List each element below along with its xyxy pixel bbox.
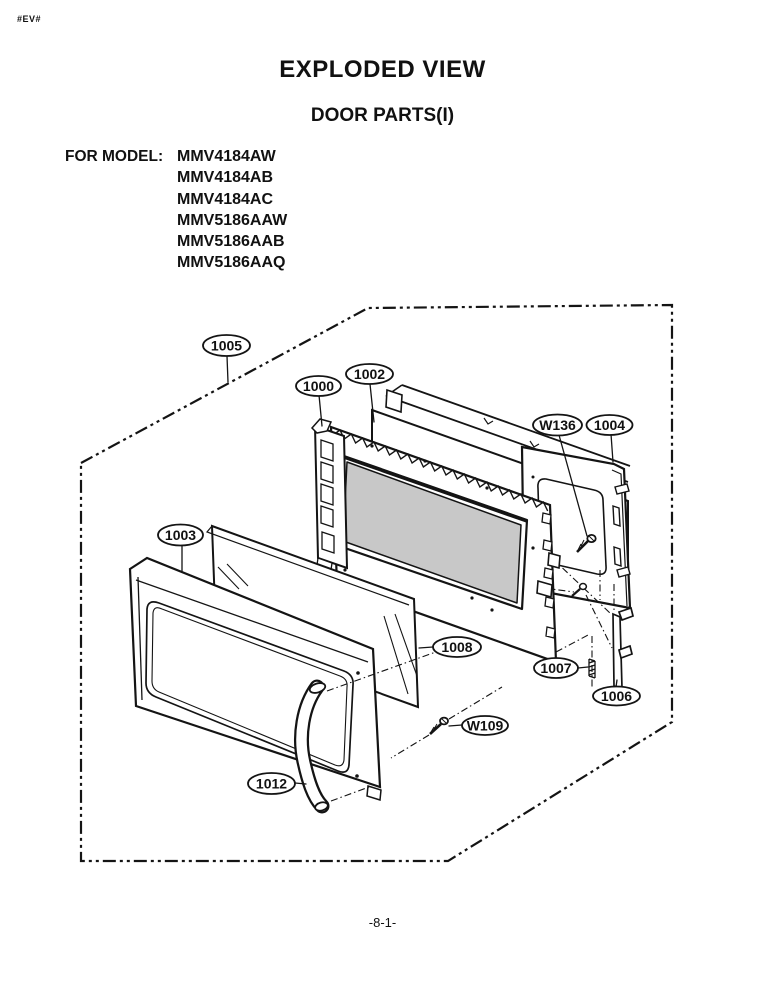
- part-door-body: [310, 418, 561, 664]
- callout-1012: 1012: [247, 772, 296, 795]
- callout-label: 1004: [594, 417, 625, 433]
- callout-label: 1006: [601, 688, 632, 704]
- page-number: -8-1-: [368, 915, 397, 930]
- part-door-assembly-boundary: [79, 303, 674, 863]
- corner-code: #EV#: [17, 14, 42, 24]
- callout-1004: 1004: [585, 414, 634, 436]
- callout-1005: 1005: [202, 334, 251, 357]
- model-item: MMV5186AAB: [177, 233, 285, 251]
- model-list: MMV4184AW MMV4184AB MMV4184AC MMV5186AAW…: [177, 146, 287, 274]
- callout-1003: 1003: [157, 523, 204, 547]
- page-subtitle: DOOR PARTS(I): [310, 105, 455, 126]
- callout-label: 1003: [165, 527, 196, 543]
- callout-label: 1007: [540, 660, 571, 676]
- callouts: 1005 1000 1002 W136 1004 1003: [157, 334, 641, 795]
- callout-label: 1008: [441, 639, 472, 655]
- model-item: MMV4184AB: [177, 169, 274, 187]
- callout-1008: 1008: [432, 636, 482, 658]
- callout-1007: 1007: [533, 657, 579, 679]
- for-model-label: FOR MODEL:: [65, 148, 164, 165]
- hardware-right: [543, 534, 635, 690]
- callout-label: 1012: [256, 776, 287, 792]
- part-door-latch-lever: [612, 606, 635, 690]
- model-item: MMV4184AC: [177, 190, 274, 208]
- callout-label: 1005: [211, 338, 242, 354]
- callout-label: W136: [539, 417, 576, 433]
- callout-label: 1000: [303, 378, 334, 394]
- screw-w109: [429, 716, 449, 735]
- part-door-handle: [294, 679, 330, 814]
- model-item: MMV4184AW: [177, 148, 276, 165]
- model-item: MMV5186AAW: [177, 211, 288, 229]
- part-door-front-frame: [128, 556, 382, 801]
- callout-label: W109: [467, 718, 504, 734]
- page-title: EXPLODED VIEW: [279, 56, 486, 83]
- callout-1002: 1002: [345, 363, 394, 385]
- part-door-choke-cover: [310, 418, 349, 578]
- part-spring: [588, 658, 596, 679]
- callout-1000: 1000: [295, 375, 342, 397]
- hinge-pin: [571, 582, 588, 597]
- callout-label: 1002: [354, 366, 385, 382]
- model-item: MMV5186AAQ: [177, 254, 286, 272]
- callout-1006: 1006: [592, 685, 641, 707]
- hardware-bottom: [326, 647, 503, 802]
- callout-w136: W136: [532, 413, 583, 437]
- callout-w109: W109: [461, 715, 509, 736]
- screw-w136: [576, 534, 597, 553]
